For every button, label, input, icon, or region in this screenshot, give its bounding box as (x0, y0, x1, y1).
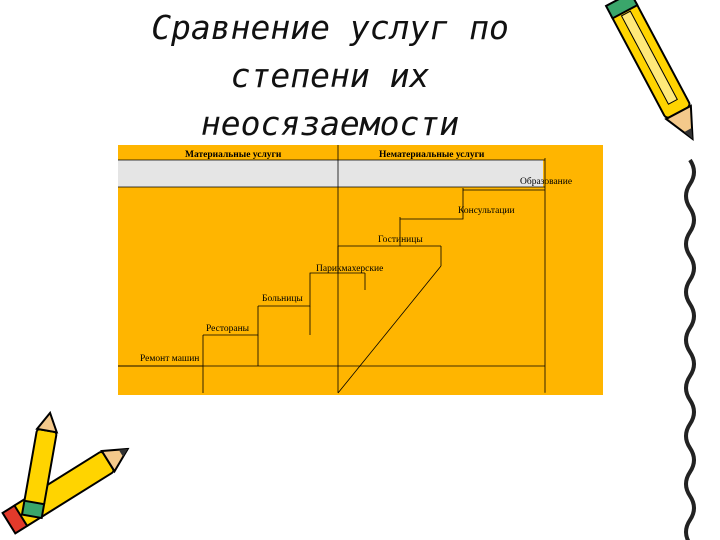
step-label: Образование (520, 176, 572, 187)
header-band (118, 160, 543, 187)
pencils-icon-bottom-left (1, 410, 130, 535)
header-intangible: Нематериальные услуги (379, 150, 485, 160)
header-tangible: Материальные услуги (185, 150, 282, 160)
staircase (118, 188, 545, 394)
step-label: Больницы (262, 294, 303, 304)
title-line-1: Сравнение услуг по (151, 8, 509, 47)
title-line-3: неосязаемости (200, 104, 460, 143)
step-label: Гостиницы (378, 235, 423, 245)
wavy-border-icon (684, 158, 696, 540)
pencil-icon-right (604, 0, 694, 141)
step-label: Парикмахерские (316, 264, 383, 274)
step-label: Ремонт машин (140, 354, 199, 364)
header-row (118, 145, 603, 160)
step-label: Рестораны (206, 324, 250, 334)
title-line-2: степени их (230, 56, 430, 95)
slide-title: Сравнение услуг по степени их неосязаемо… (110, 4, 550, 148)
step-label: Консультации (458, 206, 515, 216)
